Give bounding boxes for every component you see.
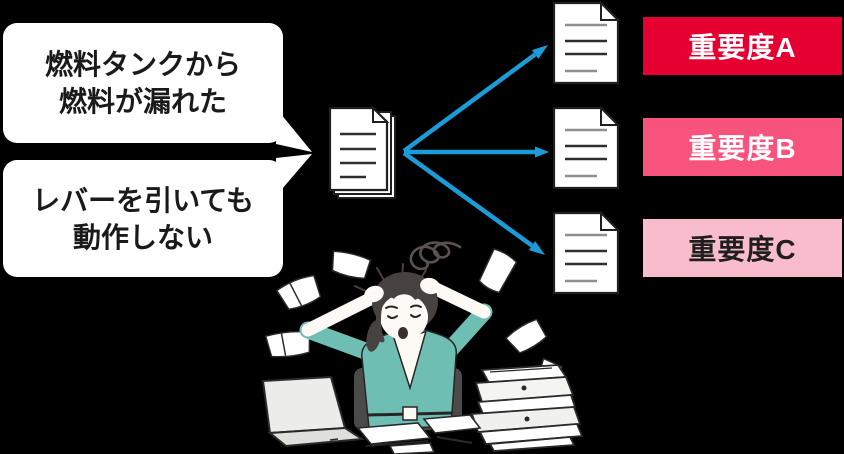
complaint-bubble-1: 燃料タンクから 燃料が漏れた [3,23,283,143]
complaint-bubble-1-line2: 燃料が漏れた [58,86,227,117]
laptop [261,375,365,448]
document-stack-icon [328,105,396,199]
belt-buckle [402,406,418,421]
bubble-tails [276,108,312,196]
document-icon-importance-a [552,1,620,85]
torso [361,328,458,429]
document-icon-importance-b [552,106,620,190]
complaint-bubble-1-line1: 燃料タンクから [44,49,241,80]
stressed-office-worker-illustration [261,241,584,454]
flying-papers [264,248,563,391]
arrow-to-importance-a [402,45,548,153]
importance-a-label: 重要度A [643,17,842,75]
binder-stack [470,364,584,452]
complaint-bubble-2: レバーを引いても 動作しない [3,160,283,277]
complaint-bubble-2-line2: 動作しない [72,221,213,253]
classification-arrows [402,45,549,255]
hands [364,277,440,303]
arrow-to-importance-c [402,151,545,255]
mouth [398,327,408,339]
arrow-to-importance-b [404,146,549,158]
face-features [385,304,422,319]
complaint-bubble-2-line1: レバーを引いても [32,184,254,216]
scribble-stress-icon [409,241,462,271]
importance-c-label: 重要度C [643,219,842,277]
document-icon-importance-c [552,211,620,295]
flyaway-hair [354,263,427,295]
desk-papers [356,414,482,454]
importance-b-label: 重要度B [643,118,842,176]
